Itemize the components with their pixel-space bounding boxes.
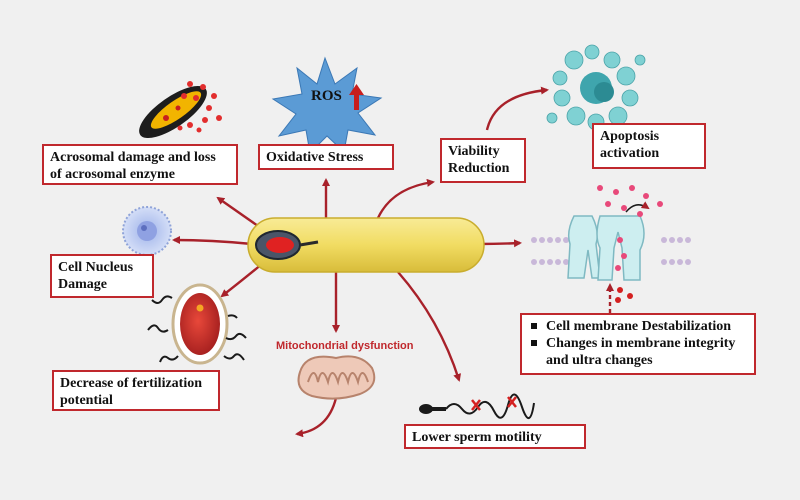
arrow-to-fertilization bbox=[220, 263, 263, 298]
central-sperm-capsule bbox=[247, 217, 485, 273]
ros-burst-icon bbox=[271, 56, 383, 155]
apoptosis-line-2: activation bbox=[600, 146, 660, 161]
mitochondrion-icon bbox=[297, 355, 376, 400]
membrane-bullet-list: Cell membrane Destabilization Changes in… bbox=[528, 318, 748, 369]
viability-line-2: Reduction bbox=[448, 161, 510, 176]
acrosomal-line-1: Acrosomal damage and loss bbox=[50, 150, 216, 165]
arrow-to-motility bbox=[397, 271, 462, 382]
fertilization-line-1: Decrease of fertilization bbox=[60, 376, 203, 391]
nucleus-line-2: Damage bbox=[58, 277, 107, 292]
membrane-bullet-2-line-2: and ultra changes bbox=[546, 353, 653, 368]
oxidative-stress-label: Oxidative Stress bbox=[266, 150, 364, 165]
cell-nucleus-damage-box: Cell Nucleus Damage bbox=[50, 254, 154, 298]
viability-reduction-box: Viability Reduction bbox=[440, 138, 526, 183]
arrow-to-nucleus bbox=[172, 236, 253, 246]
arrow-to-apoptosis bbox=[485, 86, 549, 131]
apoptotic-cell-icon bbox=[546, 44, 646, 131]
mitochondrial-dysfunction-label: Mitochondrial dysfunction bbox=[276, 340, 414, 352]
arrow-to-acrosomal bbox=[216, 196, 259, 227]
motility-label: Lower sperm motility bbox=[412, 430, 542, 445]
sperm-icon bbox=[419, 393, 535, 419]
sperm-head-icon bbox=[255, 230, 319, 260]
membrane-channel-icon bbox=[531, 185, 691, 303]
viability-line-1: Viability bbox=[448, 144, 500, 159]
ros-label: ROS bbox=[311, 88, 342, 104]
membrane-destabilization-box: Cell membrane Destabilization Changes in… bbox=[520, 313, 756, 375]
arrow-to-viability bbox=[376, 178, 435, 219]
apoptosis-activation-box: Apoptosis activation bbox=[592, 123, 706, 169]
membrane-bullet-2-line-1: Changes in membrane integrity bbox=[546, 336, 736, 351]
up-arrow-icon bbox=[349, 84, 364, 110]
acrosome-icon bbox=[139, 81, 222, 139]
apoptosis-line-1: Apoptosis bbox=[600, 129, 660, 144]
egg-cell-icon bbox=[147, 283, 247, 365]
lower-sperm-motility-box: Lower sperm motility bbox=[404, 424, 586, 449]
membrane-bullet-2: Changes in membrane integrity and ultra c… bbox=[528, 335, 748, 369]
acrosomal-line-2: of acrosomal enzyme bbox=[50, 167, 175, 182]
fertilization-potential-box: Decrease of fertilization potential bbox=[52, 370, 220, 411]
acrosomal-damage-box: Acrosomal damage and loss of acrosomal e… bbox=[42, 144, 238, 185]
nucleus-line-1: Cell Nucleus bbox=[58, 260, 134, 275]
oxidative-stress-box: Oxidative Stress bbox=[258, 144, 394, 170]
arrow-from-mito bbox=[295, 397, 338, 438]
cell-nucleus-icon bbox=[122, 206, 172, 256]
membrane-bullet-1: Cell membrane Destabilization bbox=[528, 318, 748, 335]
fertilization-line-2: potential bbox=[60, 393, 113, 408]
